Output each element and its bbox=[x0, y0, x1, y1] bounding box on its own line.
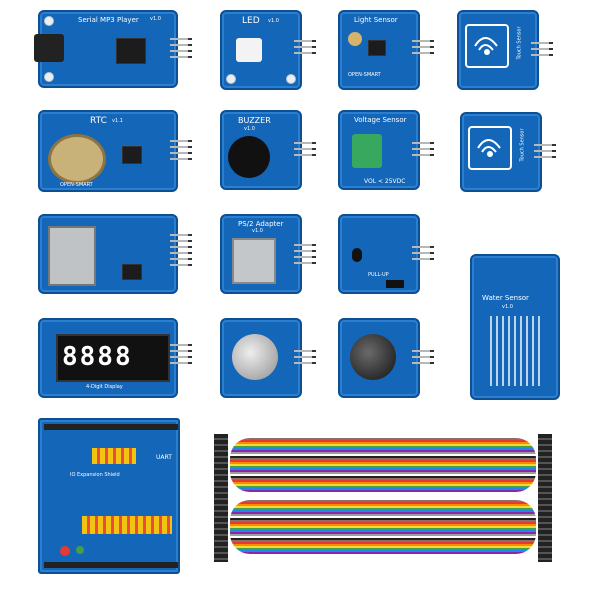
water-sensor-module: Water Sensor v1.0 bbox=[470, 254, 560, 400]
display-title: 4-Digit Display bbox=[86, 384, 123, 390]
rtc-chip bbox=[122, 146, 142, 164]
ps2-version: v1.0 bbox=[252, 228, 263, 234]
led-module: LED v1.0 bbox=[220, 10, 316, 90]
voltage-pins bbox=[412, 138, 434, 160]
sd-card-slot bbox=[48, 226, 96, 286]
sd-regulator bbox=[122, 264, 142, 280]
sd-pins bbox=[170, 230, 192, 270]
led-version: v1.0 bbox=[268, 18, 279, 24]
voltage-title: Voltage Sensor bbox=[354, 116, 407, 124]
touch-sensor-module-2: Touch Sensor bbox=[460, 112, 556, 192]
knob-silver bbox=[232, 334, 278, 380]
shield-header-top bbox=[44, 424, 178, 430]
rtc-version: v1.1 bbox=[112, 118, 123, 124]
reset-button bbox=[60, 546, 70, 556]
light-title: Light Sensor bbox=[354, 16, 398, 24]
water-title: Water Sensor bbox=[482, 294, 529, 302]
rotary-potentiometer-module bbox=[220, 318, 316, 398]
rtc-module: RTC v1.1 OPEN-SMART bbox=[38, 110, 192, 192]
touch2-title: Touch Sensor bbox=[519, 128, 526, 162]
buzzer-module: BUZZER v1.0 bbox=[220, 110, 316, 190]
display-pins bbox=[170, 340, 192, 368]
voltage-note: VOL < 25VDC bbox=[364, 178, 406, 185]
wire-ribbon-top bbox=[230, 438, 536, 492]
mp3-version: v1.0 bbox=[150, 16, 161, 22]
ldr-sensor bbox=[348, 32, 362, 46]
four-digit-display-module: 8888 4-Digit Display bbox=[38, 318, 192, 398]
color-header-bottom bbox=[82, 516, 172, 534]
seven-segment-display: 8888 bbox=[56, 334, 170, 382]
knob-pins bbox=[294, 346, 316, 368]
temperature-sensor-module: PULL-UP bbox=[338, 214, 434, 294]
audio-jack bbox=[34, 34, 64, 62]
buzzer-pins bbox=[294, 138, 316, 160]
knob-black bbox=[350, 334, 396, 380]
led-title: LED bbox=[242, 16, 260, 26]
temp-label: PULL-UP bbox=[368, 272, 389, 278]
color-header-yellow-red bbox=[92, 448, 136, 464]
rtc-title: RTC bbox=[90, 116, 107, 126]
ps2-connector bbox=[232, 238, 276, 284]
power-led bbox=[76, 546, 84, 554]
touch-icon bbox=[465, 24, 509, 68]
light-chip bbox=[368, 40, 386, 56]
display-digits: 8888 bbox=[62, 342, 133, 372]
shield-title: IO Expansion Shield bbox=[70, 472, 120, 478]
rtc-brand: OPEN-SMART bbox=[60, 182, 93, 188]
led-light bbox=[236, 38, 262, 62]
sd-card-module bbox=[38, 214, 192, 294]
wire-ribbon-bottom bbox=[230, 500, 536, 554]
dupont-jumper-wires bbox=[210, 430, 556, 566]
led-pins bbox=[294, 36, 316, 58]
thermistor bbox=[352, 248, 362, 262]
ps2-pins bbox=[294, 240, 316, 268]
buzzer-title: BUZZER bbox=[238, 116, 271, 125]
mp3-chip bbox=[116, 38, 146, 64]
mp3-pins bbox=[170, 34, 192, 62]
rotary-pins bbox=[412, 346, 434, 368]
touch2-pins bbox=[534, 140, 556, 162]
terminal-block bbox=[352, 134, 382, 168]
voltage-sensor-module: Voltage Sensor VOL < 25VDC bbox=[338, 110, 434, 190]
light-sensor-module: Light Sensor OPEN-SMART bbox=[338, 10, 434, 90]
shield-header-bottom bbox=[44, 562, 178, 568]
rotary-angle-module bbox=[338, 318, 434, 398]
rtc-pins bbox=[170, 136, 192, 164]
ps2-adapter-module: PS/2 Adapter v1.0 bbox=[220, 214, 316, 294]
io-expansion-shield: IO Expansion Shield UART bbox=[38, 418, 180, 574]
shield-uart: UART bbox=[156, 454, 172, 461]
ps2-title: PS/2 Adapter bbox=[238, 220, 284, 228]
buzzer-component bbox=[228, 136, 270, 178]
light-brand: OPEN-SMART bbox=[348, 72, 381, 78]
temp-pins bbox=[412, 242, 434, 264]
touch1-pins bbox=[531, 38, 553, 60]
touch-icon bbox=[468, 126, 512, 170]
wire-connectors-left bbox=[214, 434, 228, 562]
buzzer-version: v1.0 bbox=[244, 126, 255, 132]
wire-connectors-right bbox=[538, 434, 552, 562]
touch-sensor-module-1: Touch Sensor bbox=[457, 10, 553, 90]
mp3-title: Serial MP3 Player bbox=[78, 16, 139, 24]
coin-battery-holder bbox=[48, 134, 106, 184]
touch1-title: Touch Sensor bbox=[516, 26, 523, 60]
light-pins bbox=[412, 36, 434, 58]
pullup-switch bbox=[386, 280, 404, 288]
water-version: v1.0 bbox=[502, 304, 513, 310]
water-traces bbox=[490, 316, 540, 386]
serial-mp3-player-module: Serial MP3 Player v1.0 bbox=[34, 10, 192, 88]
